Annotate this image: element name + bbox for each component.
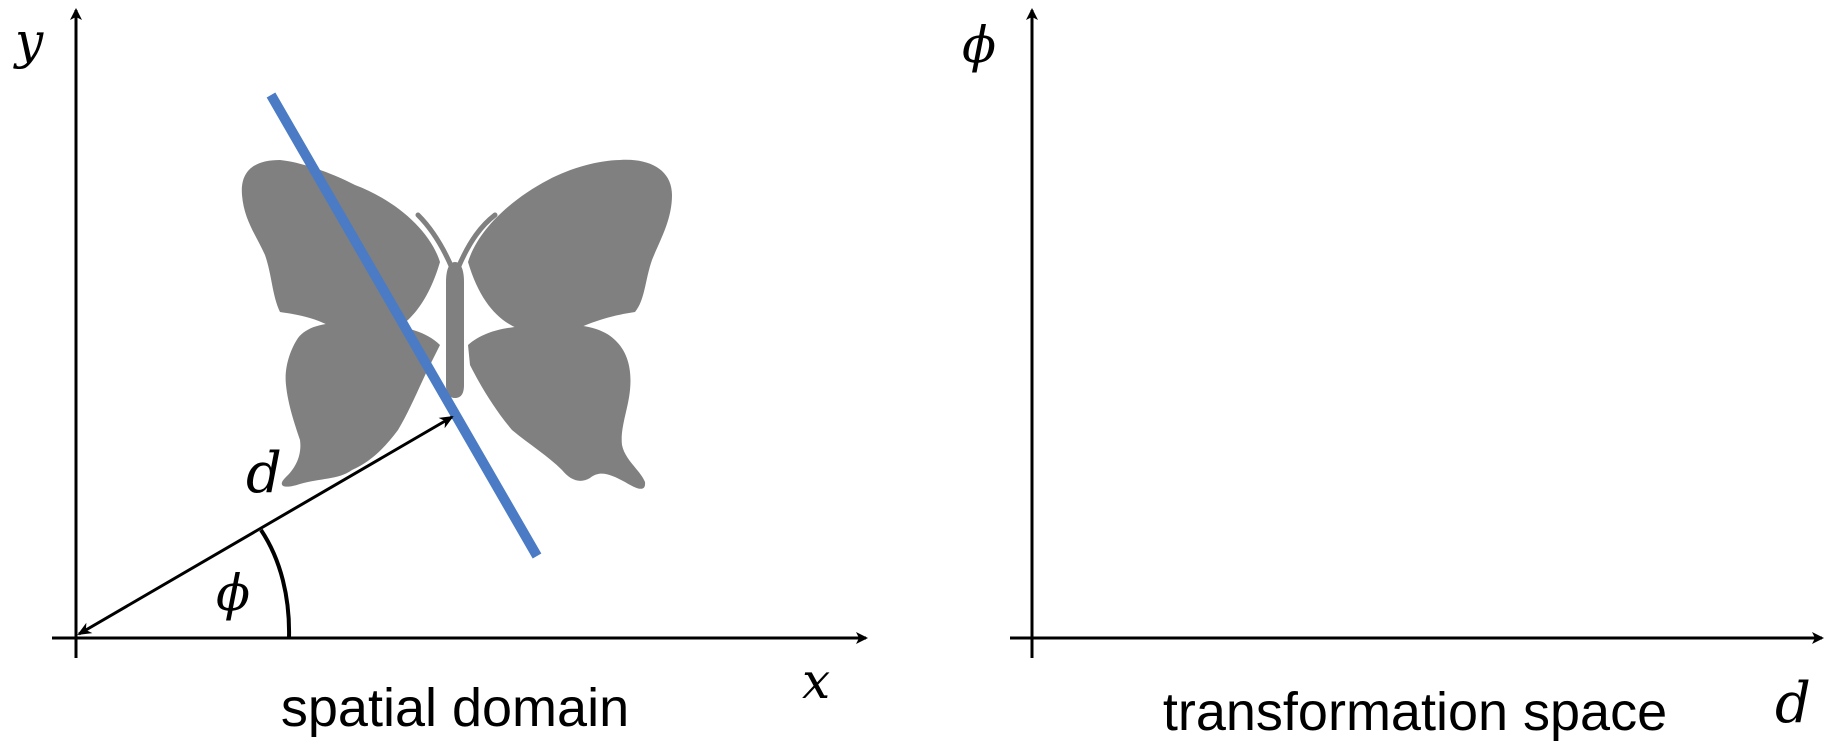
butterfly-right-antenna	[455, 212, 498, 271]
transformation-space-panel: ϕ d transformation space	[962, 8, 1824, 742]
distance-vector	[77, 415, 454, 636]
transformation-space-caption: transformation space	[1163, 682, 1667, 742]
spatial-domain-panel: y x d ϕ spatial domain	[13, 8, 868, 738]
butterfly-silhouette	[241, 159, 672, 489]
butterfly-right-lower-wing	[468, 324, 646, 489]
spatial-y-axis-label: y	[13, 12, 44, 70]
distance-label: d	[246, 441, 282, 506]
angle-arc	[259, 528, 292, 639]
spatial-domain-caption: spatial domain	[281, 678, 629, 738]
butterfly-left-antenna	[415, 212, 455, 271]
butterfly-left-upper-wing	[241, 160, 440, 338]
butterfly-body	[446, 262, 464, 398]
transform-d-axis-label: d	[1775, 671, 1811, 736]
transform-phi-axis-label: ϕ	[962, 16, 996, 74]
detected-line	[266, 92, 542, 559]
angle-label: ϕ	[216, 564, 250, 622]
butterfly-right-upper-wing	[468, 159, 672, 335]
spatial-x-axis-label: x	[802, 652, 830, 710]
